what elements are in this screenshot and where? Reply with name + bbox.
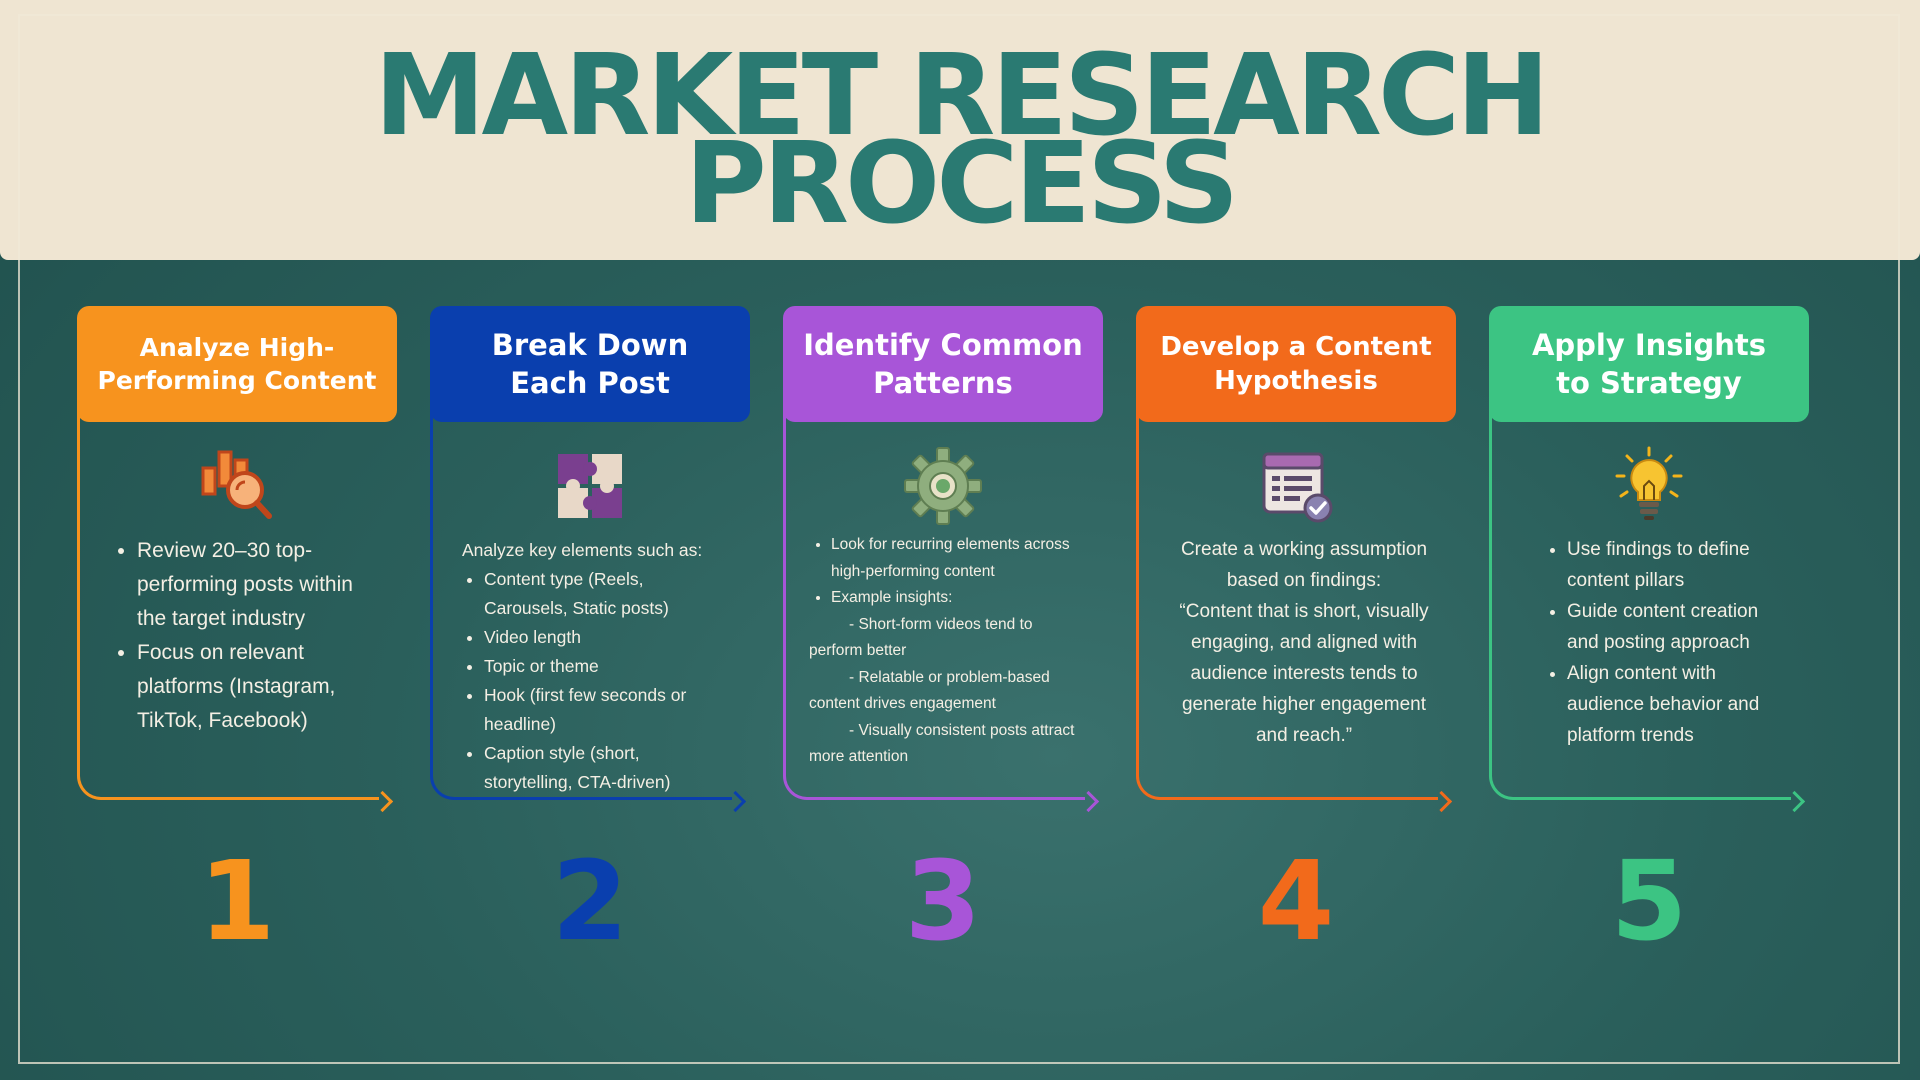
step-5-number: 5: [1610, 837, 1688, 965]
step-3-bullet-list: Look for recurring elements across high-…: [809, 532, 1089, 612]
list-item: Look for recurring elements across high-…: [831, 532, 1089, 585]
step-3-body: Look for recurring elements across high-…: [809, 532, 1089, 771]
list-item: Use findings to define content pillars: [1567, 534, 1795, 596]
step-1-heading: Analyze High- Performing Content: [77, 306, 397, 422]
step-1-body: Review 20–30 top-performing posts within…: [115, 534, 375, 738]
step-5-heading-line-1: Apply Insights: [1531, 328, 1767, 362]
step-4-number: 4: [1257, 837, 1335, 965]
step-1-heading-line-2: Performing Content: [97, 366, 377, 395]
step-1-heading-line-1: Analyze High-: [139, 333, 335, 362]
list-item: Topic or theme: [484, 652, 732, 681]
step-2-number: 2: [551, 837, 629, 965]
step-1-bullet-list: Review 20–30 top-performing posts within…: [115, 534, 375, 738]
step-5-body: Use findings to define content pillars G…: [1545, 534, 1795, 751]
step-4-heading: Develop a Content Hypothesis: [1136, 306, 1456, 422]
step-5-connector-line: [1489, 406, 1791, 800]
step-4-paragraph: Create a working assumption based on fin…: [1180, 539, 1428, 591]
step-1-connector-line: [77, 406, 379, 800]
step-3-heading: Identify Common Patterns: [783, 306, 1103, 422]
title-banner: MARKET RESEARCH PROCESS: [0, 0, 1920, 260]
step-2-card: Break Down Each Post Analyze key element…: [430, 306, 752, 956]
step-3-number: 3: [904, 837, 982, 965]
lightbulb-icon: [1615, 446, 1683, 520]
step-1-card: Analyze High- Performing Content Review …: [77, 306, 399, 956]
list-item: Example insights:: [831, 585, 1089, 612]
step-5-bullet-list: Use findings to define content pillars G…: [1545, 534, 1795, 751]
step-3-heading-line-2: Patterns: [873, 366, 1013, 400]
step-3-heading-line-1: Identify Common: [803, 328, 1083, 362]
list-item: Guide content creation and posting appro…: [1567, 596, 1795, 658]
step-4-heading-line-1: Develop a Content: [1160, 332, 1432, 362]
bar-chart-magnifier-icon: [201, 450, 272, 519]
step-5-card: Apply Insights to Strategy Use findings …: [1489, 306, 1811, 956]
list-item: Align content with audience behavior and…: [1567, 658, 1795, 751]
step-4-quote: “Content that is short, visually engagin…: [1179, 601, 1429, 746]
step-2-connector-line: [430, 406, 732, 800]
step-2-heading-line-1: Break Down: [491, 328, 689, 362]
step-1-number: 1: [198, 837, 276, 965]
step-3-insight-2: - Relatable or problem-based content dri…: [809, 668, 1050, 713]
step-5-heading: Apply Insights to Strategy: [1489, 306, 1809, 422]
step-3-insight-1: - Short-form videos tend to perform bett…: [809, 615, 1033, 660]
step-2-intro: Analyze key elements such as:: [462, 540, 703, 560]
step-3-connector-line: [783, 406, 1085, 800]
list-item: Video length: [484, 623, 732, 652]
list-item: Content type (Reels, Carousels, Static p…: [484, 565, 732, 623]
step-4-card: Develop a Content Hypothesis Create a wo…: [1136, 306, 1458, 956]
step-5-heading-line-2: to Strategy: [1556, 366, 1742, 400]
list-item: Focus on relevant platforms (Instagram, …: [137, 636, 375, 738]
puzzle-icon: [558, 454, 622, 518]
gear-icon: [904, 447, 982, 525]
page-title-line-1: MARKET RESEARCH: [374, 31, 1550, 161]
step-3-insight-3: - Visually consistent posts attract more…: [809, 721, 1075, 766]
list-item: Review 20–30 top-performing posts within…: [137, 534, 375, 636]
step-3-card: Identify Common Patterns Look for recurr…: [783, 306, 1105, 956]
page-title-line-2: PROCESS: [684, 119, 1240, 249]
list-item: Hook (first few seconds or headline): [484, 681, 732, 739]
step-2-heading-line-2: Each Post: [510, 366, 670, 400]
step-2-bullet-list: Content type (Reels, Carousels, Static p…: [462, 565, 732, 797]
step-4-connector-line: [1136, 406, 1438, 800]
step-4-heading-line-2: Hypothesis: [1214, 366, 1378, 396]
step-4-body: Create a working assumption based on fin…: [1164, 534, 1444, 751]
list-item: Caption style (short, storytelling, CTA-…: [484, 739, 732, 797]
step-2-heading: Break Down Each Post: [430, 306, 750, 422]
calendar-check-icon: [1262, 452, 1333, 523]
step-2-body: Analyze key elements such as: Content ty…: [462, 536, 732, 797]
